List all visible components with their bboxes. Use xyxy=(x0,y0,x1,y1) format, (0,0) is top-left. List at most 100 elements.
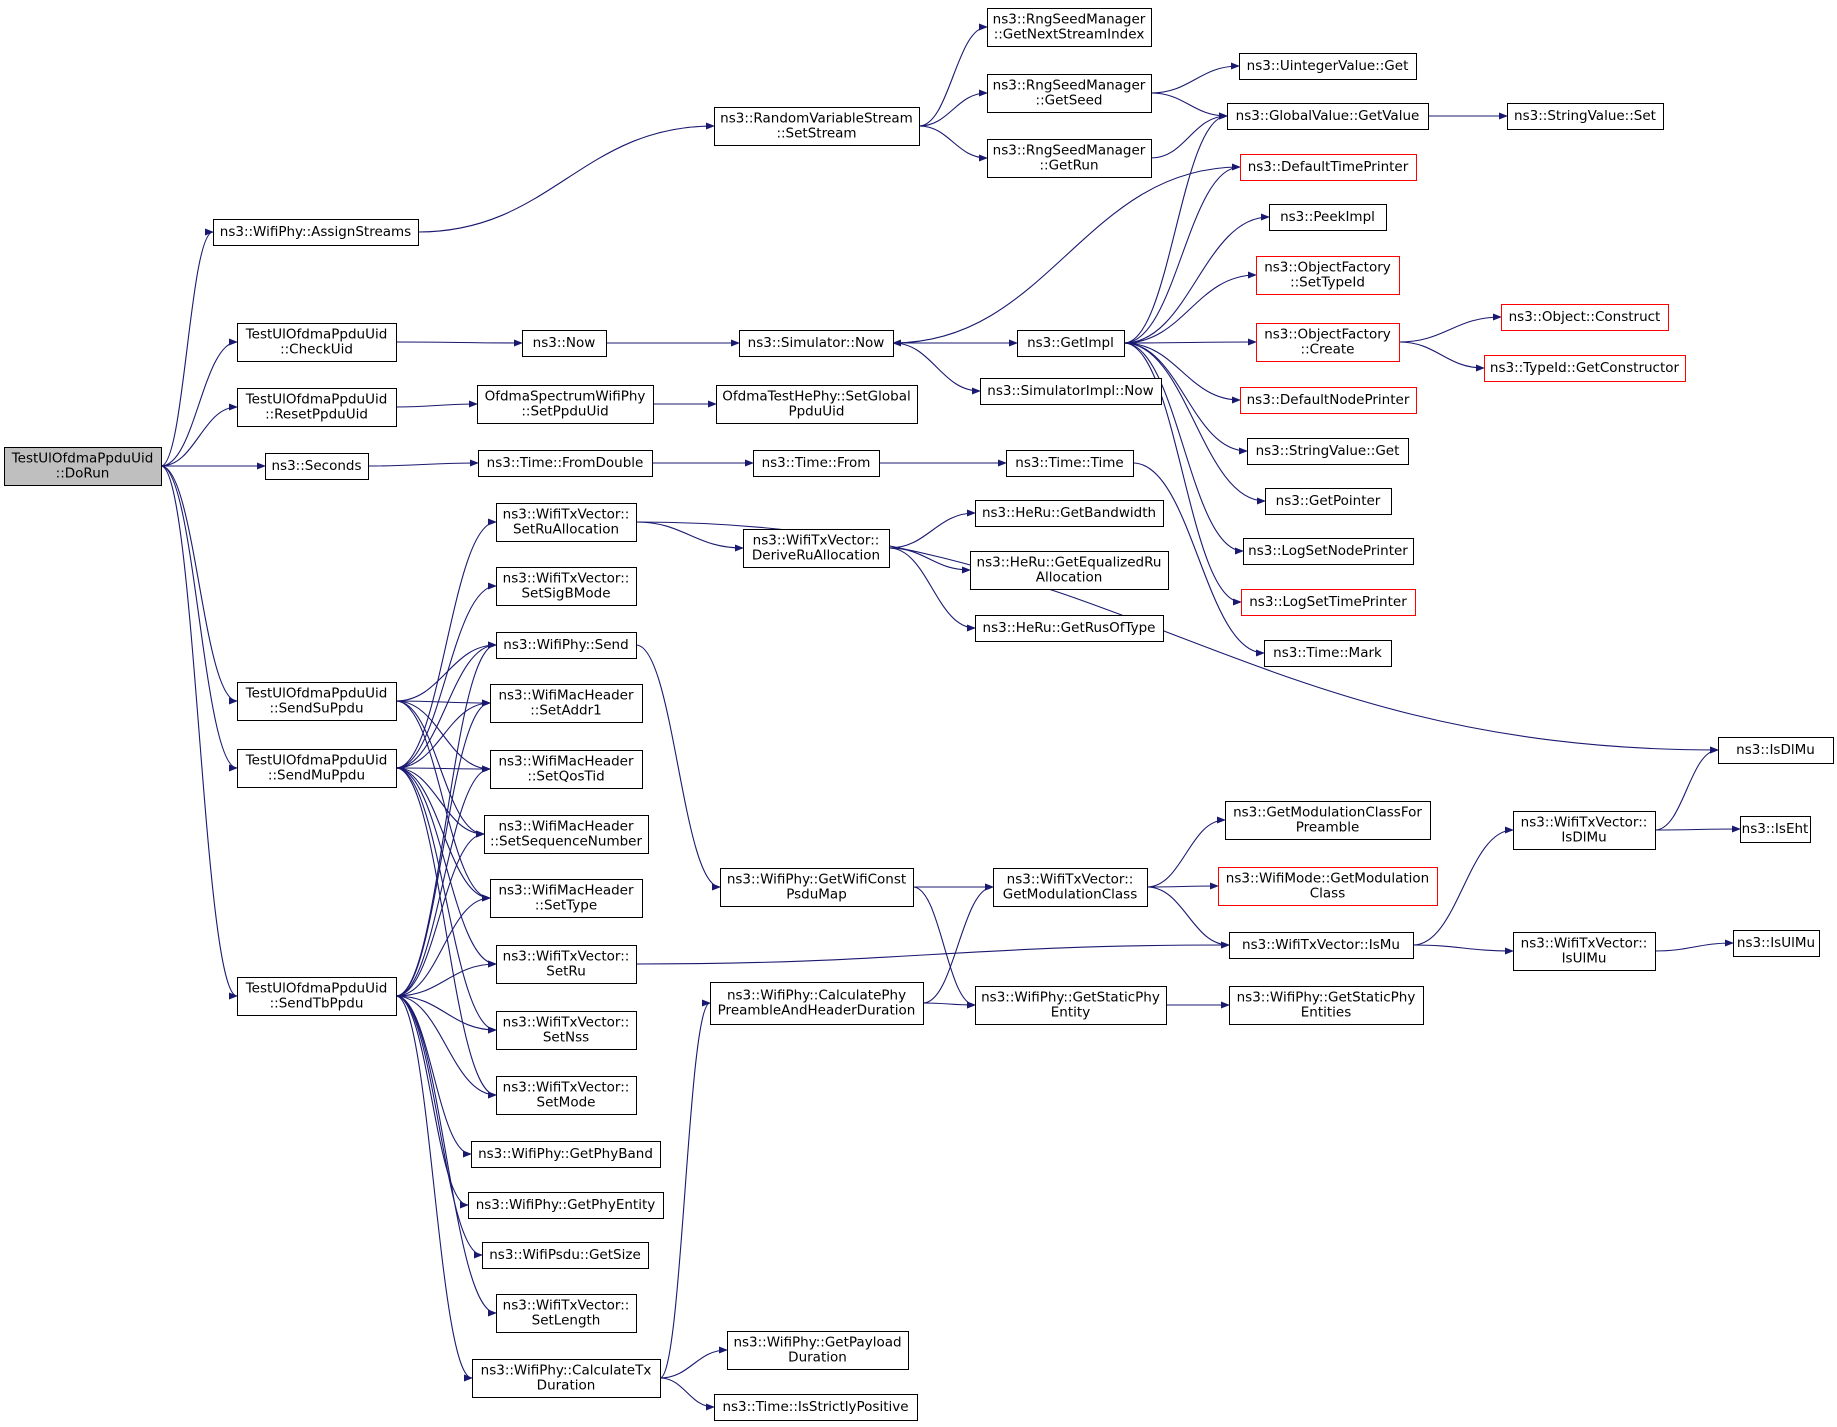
node-label-line: ns3::DefaultNodePrinter xyxy=(1247,392,1410,408)
node-assign[interactable]: ns3::WifiPhy::AssignStreams xyxy=(213,219,419,246)
node-timemark[interactable]: ns3::Time::Mark xyxy=(1264,640,1392,667)
node-label-line: ns3::Object::Construct xyxy=(1509,309,1661,325)
node-ofdmaspec[interactable]: OfdmaSpectrumWifiPhy::SetPpduUid xyxy=(477,385,654,424)
node-sendmu[interactable]: TestUlOfdmaPpduUid::SendMuPpdu xyxy=(237,749,397,788)
node-getbw[interactable]: ns3::HeRu::GetBandwidth xyxy=(975,500,1164,527)
node-label-line: ns3::WifiTxVector:: xyxy=(503,507,630,523)
node-box xyxy=(1247,438,1409,465)
node-dorun[interactable]: TestUlOfdmaPpduUid::DoRun xyxy=(4,447,162,486)
node-rngseed[interactable]: ns3::RngSeedManager::GetSeed xyxy=(987,74,1152,113)
node-checkuid[interactable]: TestUlOfdmaPpduUid::CheckUid xyxy=(237,323,397,362)
node-svset[interactable]: ns3::StringValue::Set xyxy=(1507,103,1664,130)
node-isulmu[interactable]: ns3::IsUlMu xyxy=(1733,930,1820,957)
node-timefrom[interactable]: ns3::Time::From xyxy=(753,450,880,477)
node-box xyxy=(468,1192,664,1219)
node-isdlmu_v[interactable]: ns3::WifiTxVector::IsDlMu xyxy=(1513,811,1656,850)
node-label-line: OfdmaTestHePhy::SetGlobal xyxy=(722,389,910,405)
node-strictpos[interactable]: ns3::Time::IsStrictlyPositive xyxy=(714,1394,918,1421)
node-label-line: TestUlOfdmaPpduUid xyxy=(245,981,388,997)
node-setsigb[interactable]: ns3::WifiTxVector::SetSigBMode xyxy=(496,567,637,606)
node-setlength[interactable]: ns3::WifiTxVector::SetLength xyxy=(496,1294,637,1333)
node-box xyxy=(970,551,1169,590)
edge-getimpl-to-logtime xyxy=(1123,342,1242,606)
node-isdlmu[interactable]: ns3::IsDlMu xyxy=(1718,737,1834,764)
node-typecon[interactable]: ns3::TypeId::GetConstructor xyxy=(1484,355,1686,382)
node-psdusize[interactable]: ns3::WifiPsdu::GetSize xyxy=(482,1242,649,1269)
node-getrus[interactable]: ns3::HeRu::GetRusOfType xyxy=(975,615,1164,642)
node-deftp[interactable]: ns3::DefaultTimePrinter xyxy=(1240,154,1417,181)
node-label-line: ::GetSeed xyxy=(1036,93,1103,109)
node-label-line: ns3::GlobalValue::GetValue xyxy=(1236,108,1420,124)
node-simnow[interactable]: ns3::Simulator::Now xyxy=(739,330,894,357)
node-fromdouble[interactable]: ns3::Time::FromDouble xyxy=(478,450,653,477)
node-send[interactable]: ns3::WifiPhy::Send xyxy=(496,632,637,659)
node-uintget[interactable]: ns3::UintegerValue::Get xyxy=(1239,53,1417,80)
node-peekimpl[interactable]: ns3::PeekImpl xyxy=(1269,204,1387,231)
node-label-line: ns3::LogSetTimePrinter xyxy=(1249,594,1407,610)
node-label-line: SetRu xyxy=(546,964,586,980)
node-timetime[interactable]: ns3::Time::Time xyxy=(1006,450,1134,477)
node-sendtb[interactable]: TestUlOfdmaPpduUid::SendTbPpdu xyxy=(237,977,397,1016)
edge-rngrun-to-gvget xyxy=(1150,112,1228,159)
node-gvget[interactable]: ns3::GlobalValue::GetValue xyxy=(1227,103,1429,130)
node-resetuid[interactable]: TestUlOfdmaPpduUid::ResetPpduUid xyxy=(237,388,397,427)
node-label-line: SetLength xyxy=(532,1313,601,1329)
node-setmode[interactable]: ns3::WifiTxVector::SetMode xyxy=(496,1076,637,1115)
node-label-line: TestUlOfdmaPpduUid xyxy=(11,451,154,467)
node-setru_alloc[interactable]: ns3::WifiTxVector::SetRuAllocation xyxy=(496,503,637,542)
edge-getmodclass-to-getmodpre xyxy=(1146,816,1226,888)
node-sendsu[interactable]: TestUlOfdmaPpduUid::SendSuPpdu xyxy=(237,682,397,721)
node-ofcreate[interactable]: ns3::ObjectFactory::Create xyxy=(1256,323,1400,362)
node-logtime[interactable]: ns3::LogSetTimePrinter xyxy=(1241,589,1416,616)
edge-ismu-to-isulmu_v xyxy=(1412,944,1514,955)
node-rvs[interactable]: ns3::RandomVariableStream::SetStream xyxy=(714,107,920,146)
node-rngnext[interactable]: ns3::RngSeedManager::GetNextStreamIndex xyxy=(987,8,1152,47)
node-box xyxy=(1264,640,1392,667)
node-setnss[interactable]: ns3::WifiTxVector::SetNss xyxy=(496,1011,637,1050)
node-objcon[interactable]: ns3::Object::Construct xyxy=(1501,304,1669,331)
node-seqnum[interactable]: ns3::WifiMacHeader::SetSequenceNumber xyxy=(484,815,649,854)
node-lognode[interactable]: ns3::LogSetNodePrinter xyxy=(1243,538,1414,565)
node-ofsettype[interactable]: ns3::ObjectFactory::SetTypeId xyxy=(1256,256,1400,295)
node-settype[interactable]: ns3::WifiMacHeader::SetType xyxy=(490,879,643,918)
node-setru[interactable]: ns3::WifiTxVector::SetRu xyxy=(496,945,637,984)
node-label-line: PpduUid xyxy=(788,404,844,420)
node-box xyxy=(496,945,637,984)
node-isulmu_v[interactable]: ns3::WifiTxVector::IsUlMu xyxy=(1513,932,1656,971)
node-phyband[interactable]: ns3::WifiPhy::GetPhyBand xyxy=(471,1141,661,1168)
node-seconds[interactable]: ns3::Seconds xyxy=(265,453,369,480)
node-svget[interactable]: ns3::StringValue::Get xyxy=(1247,438,1409,465)
node-addr1[interactable]: ns3::WifiMacHeader::SetAddr1 xyxy=(490,684,643,723)
node-wmgetmod[interactable]: ns3::WifiMode::GetModulationClass xyxy=(1218,867,1438,906)
node-getmodclass[interactable]: ns3::WifiTxVector::GetModulationClass xyxy=(993,868,1148,907)
node-iseht[interactable]: ns3::IsEht xyxy=(1740,816,1811,843)
edge-sendtb-to-send xyxy=(395,641,497,997)
node-label-line: ns3::LogSetNodePrinter xyxy=(1248,543,1408,559)
node-box xyxy=(987,74,1152,113)
node-box xyxy=(987,139,1152,178)
node-box xyxy=(265,453,369,480)
node-rngrun[interactable]: ns3::RngSeedManager::GetRun xyxy=(987,139,1152,178)
edge-getimpl-to-defnp xyxy=(1123,342,1241,404)
node-label-line: ns3::Now xyxy=(533,335,596,351)
node-ismu[interactable]: ns3::WifiTxVector::IsMu xyxy=(1229,932,1414,959)
node-simimplnow[interactable]: ns3::SimulatorImpl::Now xyxy=(980,378,1162,405)
node-phyentity[interactable]: ns3::WifiPhy::GetPhyEntity xyxy=(468,1192,664,1219)
node-defnp[interactable]: ns3::DefaultNodePrinter xyxy=(1240,387,1417,414)
node-label-line: ::CheckUid xyxy=(280,342,353,358)
node-now[interactable]: ns3::Now xyxy=(522,330,607,357)
node-qostid[interactable]: ns3::WifiMacHeader::SetQosTid xyxy=(490,750,643,789)
node-calcpre[interactable]: ns3::WifiPhy::CalculatePhyPreambleAndHea… xyxy=(710,982,924,1025)
node-getimpl[interactable]: ns3::GetImpl xyxy=(1017,330,1125,357)
node-deriveru[interactable]: ns3::WifiTxVector::DeriveRuAllocation xyxy=(743,529,890,568)
node-box xyxy=(484,815,649,854)
node-getptr[interactable]: ns3::GetPointer xyxy=(1265,488,1392,515)
